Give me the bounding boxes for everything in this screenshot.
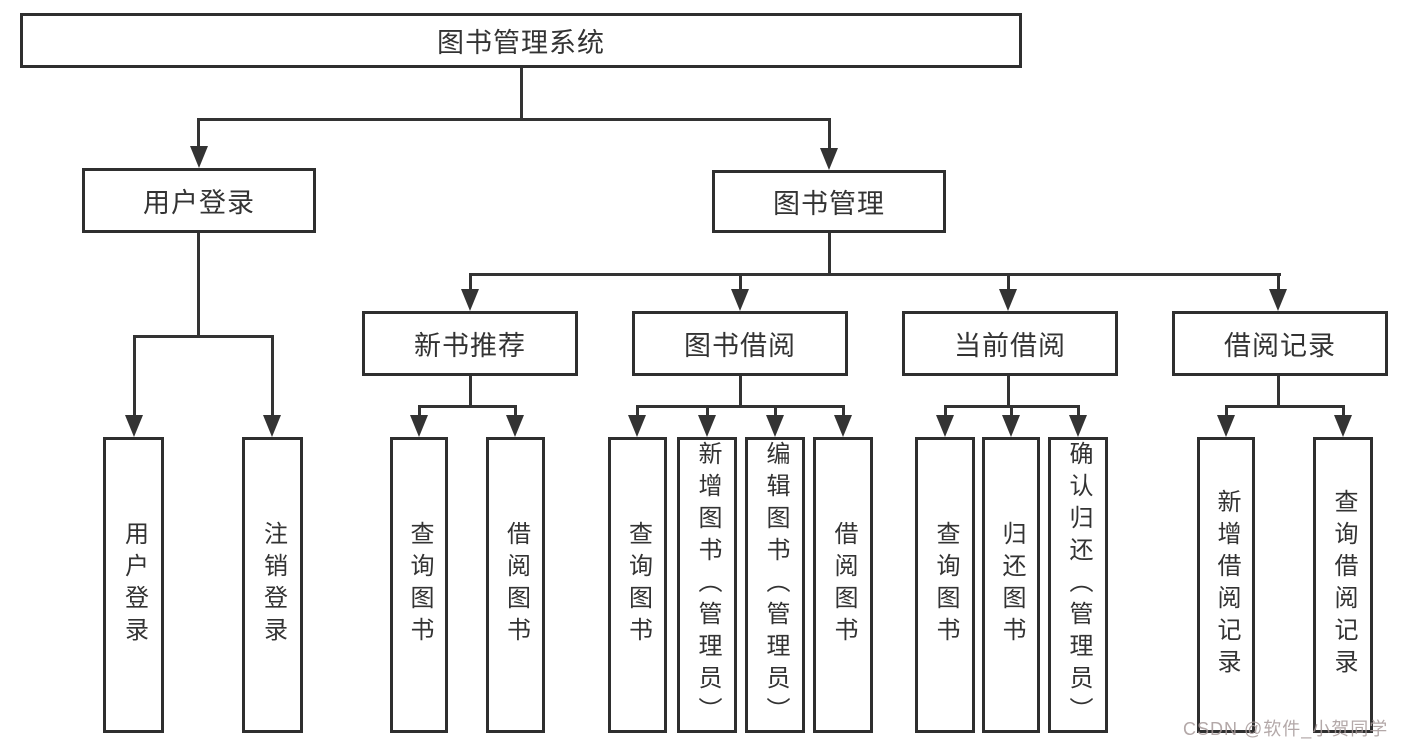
csdn-watermark: CSDN @软件_小贺同学 [1183,719,1389,739]
connector-arrow [698,415,716,437]
connector-line [636,405,639,417]
connector-line [1007,376,1010,405]
leaf-borrow-books-recommend-label: 借阅图书 [502,521,530,649]
group-current-borrow-label: 当前借阅 [954,331,1066,361]
connector-arrow [1002,415,1020,437]
leaf-query-books-recommend: 查询图书 [390,437,448,733]
leaf-query-books-borrow: 查询图书 [608,437,667,733]
connector-line [197,118,831,121]
connector-line [271,335,274,417]
connector-line [469,273,1281,276]
connector-arrow [125,415,143,437]
connector-line [828,233,831,273]
connector-arrow [1334,415,1352,437]
connector-line [197,118,200,148]
connector-line [1225,405,1228,417]
leaf-query-books-current: 查询图书 [915,437,975,733]
connector-line [469,376,472,405]
leaf-user-login-label: 用户登录 [120,521,148,649]
connector-arrow [820,148,838,170]
leaf-edit-book-admin-label: 编辑图书（管理员） [762,441,789,729]
leaf-add-book-admin: 新增图书（管理员） [677,437,737,733]
connector-arrow [999,289,1017,311]
group-borrow-records-label: 借阅记录 [1224,331,1336,361]
leaf-borrow-books-recommend: 借阅图书 [486,437,545,733]
branch-book-management-label: 图书管理 [773,189,885,219]
leaf-query-books-recommend-label: 查询图书 [406,521,433,649]
connector-line [469,273,472,291]
connector-arrow [1269,289,1287,311]
connector-line [1077,405,1080,417]
connector-line [418,405,421,417]
connector-arrow [628,415,646,437]
connector-line [636,405,845,408]
leaf-return-book-label: 归还图书 [998,521,1025,649]
connector-line [133,335,274,338]
group-new-book-recommend: 新书推荐 [362,311,578,376]
leaf-user-login: 用户登录 [103,437,164,733]
connector-line [706,405,709,417]
leaf-borrow-books-label: 借阅图书 [830,521,857,649]
leaf-return-book: 归还图书 [982,437,1040,733]
connector-line [842,405,845,417]
group-new-book-recommend-label: 新书推荐 [414,331,526,361]
node-root: 图书管理系统 [20,13,1022,68]
connector-line [1010,405,1013,417]
branch-user-login: 用户登录 [82,168,316,233]
connector-line [739,376,742,405]
connector-line [1342,405,1345,417]
connector-line [197,233,200,335]
connector-line [520,68,523,118]
connector-arrow [1217,415,1235,437]
connector-line [1277,376,1280,405]
connector-arrow [834,415,852,437]
connector-line [133,335,136,417]
connector-line [514,405,517,417]
connector-line [774,405,777,417]
connector-line [739,273,742,291]
connector-line [418,405,517,408]
connector-arrow [263,415,281,437]
leaf-query-borrow-record-label: 查询借阅记录 [1330,489,1357,681]
connector-arrow [506,415,524,437]
branch-user-login-label: 用户登录 [143,188,255,218]
leaf-confirm-return-admin-label: 确认归还（管理员） [1065,441,1092,729]
leaf-confirm-return-admin: 确认归还（管理员） [1048,437,1108,733]
connector-arrow [461,289,479,311]
leaf-add-book-admin-label: 新增图书（管理员） [694,441,721,729]
connector-arrow [1069,415,1087,437]
node-root-label: 图书管理系统 [437,28,605,58]
connector-line [1007,273,1010,291]
group-book-borrow: 图书借阅 [632,311,848,376]
connector-line [828,118,831,148]
leaf-logout-label: 注销登录 [259,521,287,649]
leaf-query-books-current-label: 查询图书 [932,521,959,649]
group-borrow-records: 借阅记录 [1172,311,1388,376]
group-current-borrow: 当前借阅 [902,311,1118,376]
connector-line [1277,273,1280,291]
connector-arrow [410,415,428,437]
connector-arrow [190,146,208,168]
leaf-borrow-books: 借阅图书 [813,437,873,733]
leaf-query-books-borrow-label: 查询图书 [624,521,652,649]
leaf-add-borrow-record: 新增借阅记录 [1197,437,1255,733]
connector-arrow [766,415,784,437]
branch-book-management: 图书管理 [712,170,946,233]
connector-line [944,405,947,417]
leaf-add-borrow-record-label: 新增借阅记录 [1213,489,1240,681]
group-book-borrow-label: 图书借阅 [684,331,796,361]
leaf-edit-book-admin: 编辑图书（管理员） [745,437,805,733]
leaf-logout: 注销登录 [242,437,303,733]
connector-arrow [731,289,749,311]
leaf-query-borrow-record: 查询借阅记录 [1313,437,1373,733]
connector-line [1225,405,1345,408]
connector-arrow [936,415,954,437]
